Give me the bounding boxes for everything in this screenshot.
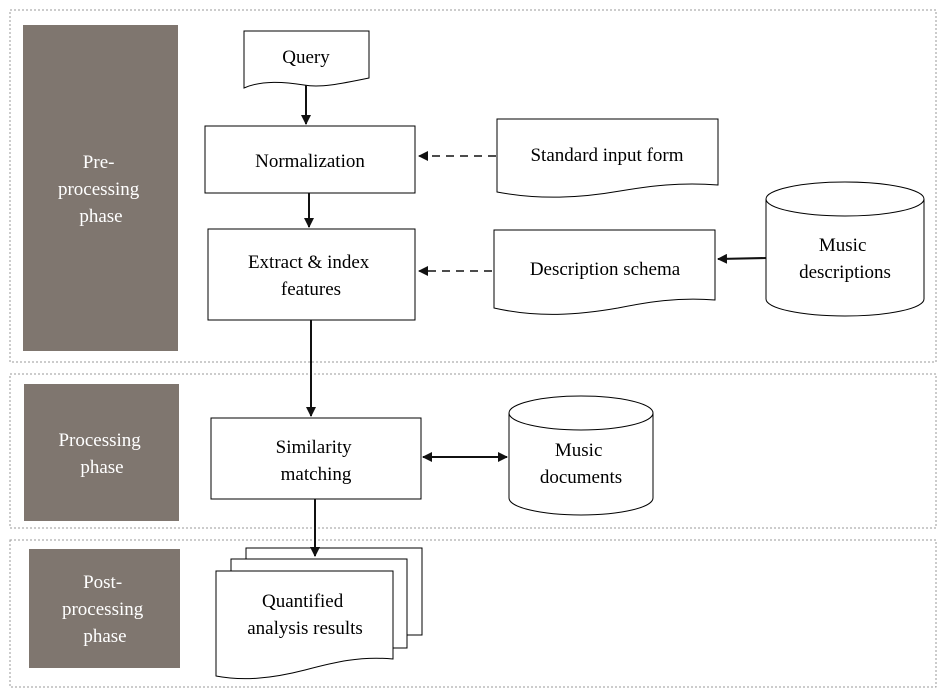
normalization-box: [204, 125, 416, 194]
music-descriptions-line-2: descriptions: [799, 262, 891, 283]
results-label-line-1: Quantified: [262, 591, 344, 612]
query-document-shape: [243, 30, 370, 89]
post-processing-phase-label: Post- processing phase: [62, 572, 148, 647]
standard-input-form-node: Standard input form: [496, 118, 719, 198]
processing-phase-label-block: Processing phase: [24, 384, 179, 521]
processing-phase-label: Processing phase: [58, 430, 145, 478]
results-label: Quantified analysis results: [247, 591, 363, 639]
post-phase-line-3: phase: [83, 626, 126, 647]
music-documents-node: Music documents: [508, 395, 654, 516]
results-document-front: [215, 570, 394, 680]
processing-phase-line-2: phase: [80, 457, 123, 478]
processing-phase-box: [24, 384, 179, 521]
post-processing-phase-box: [29, 549, 180, 668]
similarity-label-line-1: Similarity: [276, 437, 353, 458]
extract-label-line-1: Extract & index: [248, 252, 370, 273]
pre-processing-phase-box: [23, 25, 178, 351]
music-descriptions-line-1: Music: [819, 235, 867, 256]
similarity-label-line-2: matching: [281, 464, 352, 485]
music-documents-cylinder-top: [508, 395, 654, 431]
standard-input-form-line-1: Standard input form: [530, 145, 683, 166]
pre-phase-line-3: phase: [79, 206, 122, 227]
pre-phase-line-2: processing: [58, 179, 140, 200]
post-phase-line-2: processing: [62, 599, 144, 620]
standard-input-form-document-shape: [496, 118, 719, 198]
post-processing-phase-label-block: Post- processing phase: [29, 549, 180, 668]
description-schema-line-1: Description schema: [530, 259, 681, 280]
pre-processing-phase-container: [9, 9, 937, 363]
music-descriptions-node: Music descriptions: [765, 181, 925, 317]
music-descriptions-cylinder-body: [765, 199, 925, 317]
post-processing-phase-container: [9, 539, 937, 688]
results-label-line-2: analysis results: [247, 618, 363, 639]
extract-index-features-box: [207, 228, 416, 321]
music-documents-cylinder-body: [508, 413, 654, 516]
description-schema-document-shape: [493, 229, 716, 315]
music-documents-line-1: Music: [555, 440, 603, 461]
standard-input-form-label: Standard input form: [530, 145, 683, 166]
normalization-label-line-1: Normalization: [255, 151, 365, 172]
normalization-node: Normalization: [204, 125, 416, 194]
music-descriptions-cylinder-top: [765, 181, 925, 217]
pre-phase-line-1: Pre-: [83, 152, 115, 173]
query-label-line-1: Query: [282, 47, 330, 68]
query-node: Query: [243, 30, 370, 89]
processing-phase-line-1: Processing: [58, 430, 141, 451]
music-documents-line-2: documents: [540, 467, 622, 488]
query-label: Query: [282, 47, 330, 68]
similarity-matching-node: Similarity matching: [210, 417, 422, 500]
arrow-music-descriptions-to-schema: [717, 253, 767, 264]
music-descriptions-label: Music descriptions: [799, 235, 891, 283]
normalization-label: Normalization: [255, 151, 365, 172]
description-schema-label: Description schema: [530, 259, 681, 280]
pre-processing-phase-label-block: Pre- processing phase: [23, 25, 178, 351]
description-schema-node: Description schema: [493, 229, 716, 315]
pre-processing-phase-label: Pre- processing phase: [58, 152, 144, 227]
extract-label-line-2: features: [281, 279, 341, 300]
music-documents-label: Music documents: [540, 440, 622, 488]
extract-index-features-label: Extract & index features: [248, 252, 374, 300]
results-multi-document-node: Quantified analysis results: [215, 547, 423, 680]
similarity-matching-box: [210, 417, 422, 500]
similarity-matching-label: Similarity matching: [276, 437, 357, 485]
extract-index-features-node: Extract & index features: [207, 228, 416, 321]
post-phase-line-1: Post-: [83, 572, 122, 593]
